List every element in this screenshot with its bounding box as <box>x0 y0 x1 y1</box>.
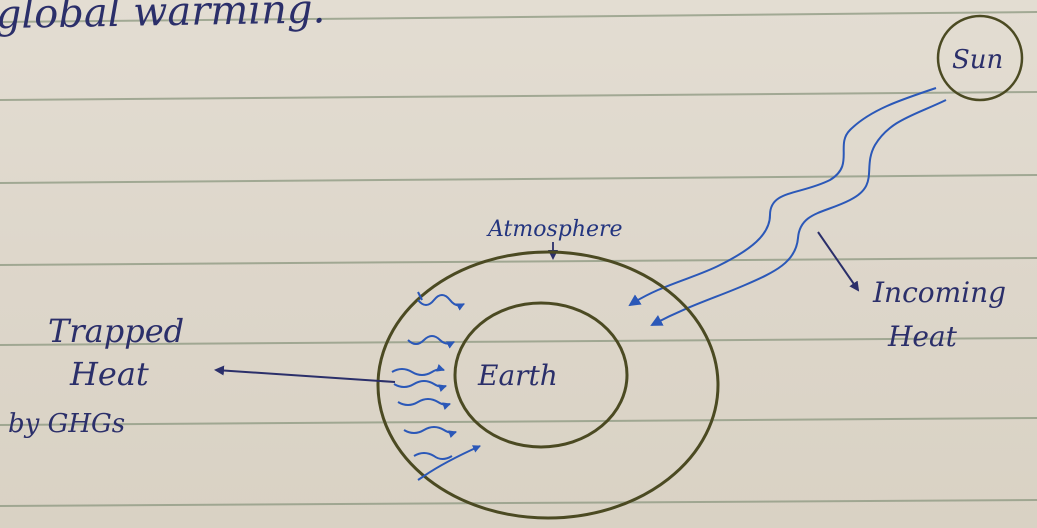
incoming-heat-arrow <box>818 232 858 290</box>
sun-label: Sun <box>952 45 1003 75</box>
trapped-heat-label-line3: by GHGs <box>8 409 125 439</box>
atmosphere-label: Atmosphere <box>486 217 623 242</box>
page-heading: global warming. <box>0 0 326 38</box>
trapped-heat-label-line1: Trapped <box>48 312 184 350</box>
trapped-heat-squiggles <box>392 292 480 480</box>
incoming-heat-label-line1: Incoming <box>872 276 1006 309</box>
trapped-heat-label-line2: Heat <box>69 355 149 393</box>
trapped-heat-pointer <box>216 370 395 382</box>
incoming-ray-1 <box>630 88 936 305</box>
incoming-heat-label-line2: Heat <box>887 320 958 353</box>
earth-label: Earth <box>477 359 558 392</box>
ruled-lines <box>0 12 1037 506</box>
